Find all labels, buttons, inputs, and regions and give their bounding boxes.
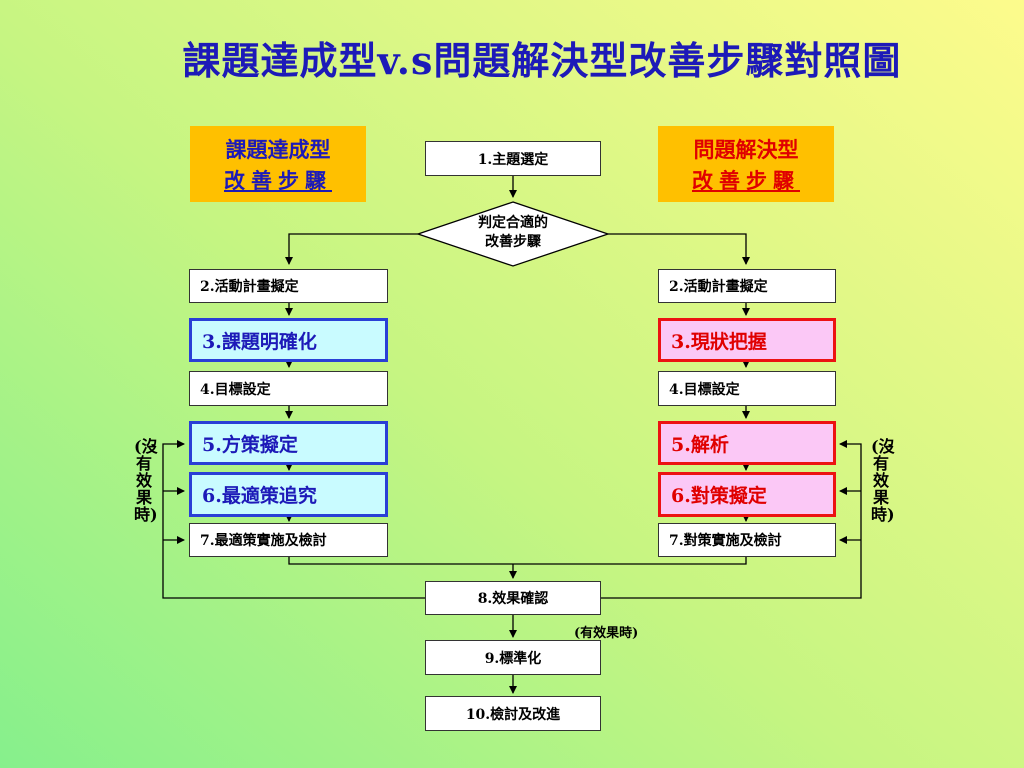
legend-problem-solving: 問題解決型 改善步驟 (658, 126, 834, 202)
step-8-effect-confirmation: 8.效果確認 (425, 581, 601, 615)
decision-line2: 改善步驟 (485, 234, 541, 250)
legend-task-achievement: 課題達成型 改善步驟 (190, 126, 366, 202)
right-step-4: 4.目標設定 (658, 371, 836, 406)
left-step-3: 3.課題明確化 (189, 318, 388, 362)
no-effect-note-left: (沒有效果時) (134, 437, 158, 524)
decision-line1: 判定合適的 (478, 215, 548, 231)
no-effect-note-right: (沒有效果時) (871, 437, 895, 524)
step-9-standardization: 9.標準化 (425, 640, 601, 675)
legend-left-line2: 改善步驟 (224, 168, 332, 193)
left-step-5: 5.方策擬定 (189, 421, 388, 465)
legend-left-line1: 課題達成型 (225, 137, 331, 162)
right-step-2: 2.活動計畫擬定 (658, 269, 836, 303)
left-step-2: 2.活動計畫擬定 (189, 269, 388, 303)
decision-diamond (415, 201, 611, 267)
right-step-3: 3.現狀把握 (658, 318, 836, 362)
page-title: 課題達成型v.s問題解決型改善步驟對照圖 (182, 38, 902, 83)
right-step-7: 7.對策實施及檢討 (658, 523, 836, 557)
has-effect-note: (有效果時) (574, 626, 639, 641)
step-1-theme-selection: 1.主題選定 (425, 141, 601, 176)
step-10-review-improve: 10.檢討及改進 (425, 696, 601, 731)
left-step-6: 6.最適策追究 (189, 472, 388, 517)
right-step-6: 6.對策擬定 (658, 472, 836, 517)
left-step-7: 7.最適策實施及檢討 (189, 523, 388, 557)
legend-right-line2: 改善步驟 (692, 168, 800, 193)
right-step-5: 5.解析 (658, 421, 836, 465)
legend-right-line1: 問題解決型 (693, 137, 799, 162)
decision-label: 判定合適的 改善步驟 (430, 214, 596, 252)
left-step-4: 4.目標設定 (189, 371, 388, 406)
